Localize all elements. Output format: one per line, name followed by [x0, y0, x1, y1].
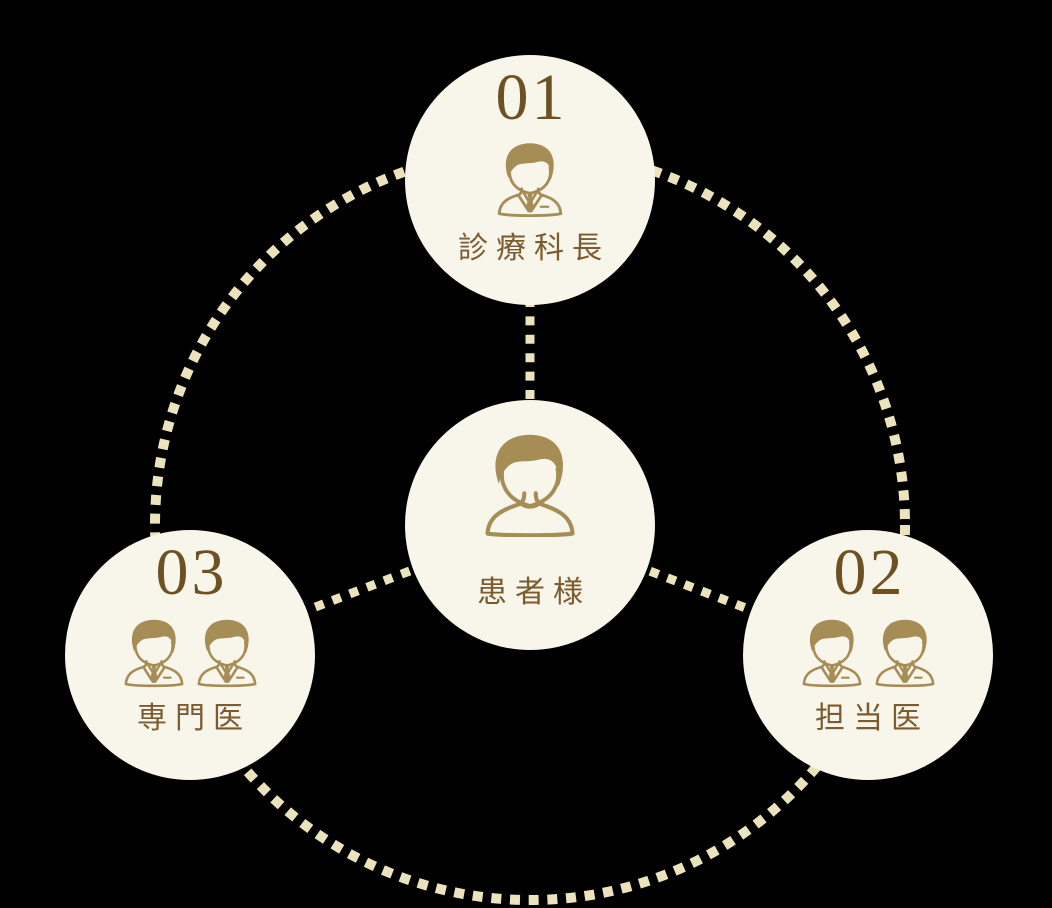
node-label: 診療科長: [458, 231, 610, 265]
doctor-pair-icon: [800, 615, 937, 688]
node-number: 02: [833, 536, 906, 609]
doctor-pair-icon: [122, 615, 259, 688]
node-chief-circle: 01 診療科長: [405, 55, 655, 305]
doctor-icon: [122, 615, 186, 688]
node-attending-circle: 02 担当医: [743, 530, 993, 780]
doctor-icon: [495, 138, 565, 218]
doctor-icon: [195, 615, 259, 688]
doctor-icon: [800, 615, 864, 688]
doctor-icon: [873, 615, 937, 688]
node-number: 01: [495, 61, 568, 134]
person-icon: [484, 429, 576, 537]
node-label: 専門医: [137, 701, 251, 735]
node-number: 03: [155, 536, 228, 609]
node-patient-circle: 患者様: [405, 400, 655, 650]
node-specialist-circle: 03 専門医: [65, 530, 315, 780]
node-label: 担当医: [815, 701, 929, 735]
node-label: 患者様: [477, 576, 591, 609]
